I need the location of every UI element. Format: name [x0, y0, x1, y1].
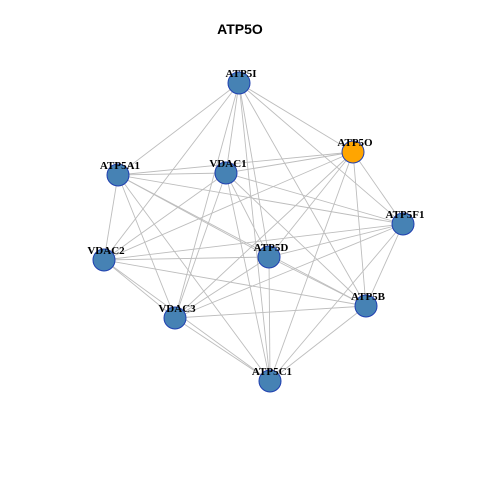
edge-atp5o-vdac1: [225, 151, 354, 174]
edge-atp5f1-vdac3: [174, 223, 404, 319]
node-label-atp5a1: ATP5A1: [100, 160, 140, 172]
node-atp5i: [227, 71, 251, 95]
node-vdac1: [214, 161, 238, 185]
node-layer: [92, 71, 415, 393]
node-label-atp5f1: ATP5F1: [386, 209, 425, 221]
edge-vdac1-atp5f1: [225, 172, 404, 225]
edge-atp5a1-vdac3: [117, 174, 176, 319]
node-label-atp5d: ATP5D: [254, 242, 289, 254]
edge-layer: [103, 82, 404, 382]
edge-atp5i-atp5c1: [238, 82, 271, 382]
edge-atp5o-vdac3: [174, 151, 354, 319]
edge-atp5o-atp5f1: [352, 151, 404, 225]
edge-atp5o-atp5d: [268, 151, 354, 258]
edge-vdac2-atp5b: [103, 259, 367, 307]
node-label-vdac1: VDAC1: [209, 158, 246, 170]
node-label-atp5i: ATP5I: [226, 68, 257, 80]
node-atp5a1: [106, 163, 130, 187]
edge-atp5d-atp5b: [268, 256, 367, 307]
node-atp5f1: [391, 212, 415, 236]
edge-atp5d-atp5c1: [268, 256, 271, 382]
edge-atp5i-atp5o: [238, 82, 354, 153]
edge-atp5i-atp5d: [238, 82, 270, 258]
node-atp5o: [341, 140, 365, 164]
node-label-atp5o: ATP5O: [337, 137, 373, 149]
edge-vdac1-vdac2: [103, 172, 227, 261]
edge-vdac2-vdac3: [103, 259, 176, 319]
node-label-atp5b: ATP5B: [351, 291, 386, 303]
edge-vdac3-atp5c1: [174, 317, 271, 382]
edge-atp5o-vdac2: [103, 151, 354, 261]
edge-vdac1-atp5d: [225, 172, 270, 258]
edge-atp5i-atp5b: [238, 82, 367, 307]
edge-atp5a1-atp5f1: [117, 174, 404, 225]
node-label-vdac2: VDAC2: [87, 245, 125, 257]
edge-atp5i-vdac2: [103, 82, 240, 261]
edge-atp5i-atp5f1: [238, 82, 404, 225]
edge-vdac1-atp5b: [225, 172, 367, 307]
edge-vdac1-atp5c1: [225, 172, 271, 382]
edge-atp5a1-atp5c1: [117, 174, 271, 382]
edge-atp5a1-vdac2: [103, 174, 119, 261]
edge-atp5f1-vdac2: [103, 223, 404, 261]
node-label-atp5c1: ATP5C1: [252, 366, 292, 378]
edge-atp5i-atp5a1: [117, 82, 240, 176]
edge-atp5a1-atp5b: [117, 174, 367, 307]
node-atp5b: [354, 294, 378, 318]
edge-atp5f1-atp5b: [365, 223, 404, 307]
edge-atp5f1-atp5c1: [269, 223, 404, 382]
node-vdac2: [92, 248, 116, 272]
edge-atp5b-vdac3: [174, 305, 367, 319]
edge-atp5d-vdac3: [174, 256, 270, 319]
edge-vdac2-atp5d: [103, 256, 270, 261]
edge-atp5b-atp5c1: [269, 305, 367, 382]
edge-vdac1-vdac3: [174, 172, 227, 319]
graph-title: ATP5O: [217, 21, 263, 37]
edge-atp5f1-atp5d: [268, 223, 404, 258]
edge-atp5i-vdac3: [174, 82, 240, 319]
edge-atp5i-vdac1: [225, 82, 240, 174]
node-atp5d: [257, 245, 281, 269]
edge-atp5a1-vdac1: [117, 172, 227, 176]
node-label-vdac3: VDAC3: [158, 303, 196, 315]
node-vdac3: [163, 306, 187, 330]
edge-atp5o-atp5a1: [117, 151, 354, 176]
edge-vdac2-atp5c1: [103, 259, 271, 382]
edge-atp5o-atp5c1: [269, 151, 354, 382]
node-atp5c1: [258, 369, 282, 393]
